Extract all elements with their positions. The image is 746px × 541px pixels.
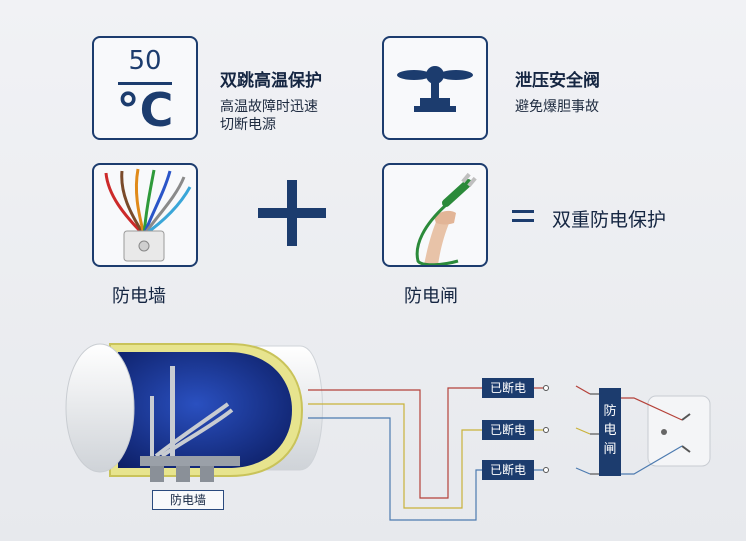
electric-gate-label: 防电闸 xyxy=(404,286,458,307)
relief-valve-desc: 避免爆胆事故 xyxy=(515,99,599,115)
heater-wall-label: 防电墙 xyxy=(152,490,224,510)
dual-protection-result: 双重防电保护 xyxy=(552,209,667,231)
pressure-valve-icon xyxy=(397,66,473,112)
temperature-unit: °C xyxy=(116,83,174,137)
dual-trip-title: 双跳高温保护 xyxy=(220,71,322,91)
electric-gate-box: 防 电 闸 xyxy=(599,388,621,476)
relief-valve-card xyxy=(382,36,488,140)
equals-top xyxy=(512,210,534,213)
gate-char-2: 电 xyxy=(603,423,617,438)
gate-char-1: 防 xyxy=(603,404,617,419)
dual-trip-desc-2: 切断电源 xyxy=(220,117,276,133)
gate-char-3: 闸 xyxy=(603,442,617,457)
electric-gate-card xyxy=(382,163,488,267)
dual-trip-desc-1: 高温故障时迅速 xyxy=(220,99,318,115)
temperature-value: 50 xyxy=(128,46,162,76)
breaker-neutral: 已断电 xyxy=(482,460,534,480)
temperature-divider xyxy=(118,82,172,85)
hand-plug-icon xyxy=(415,172,477,265)
temperature-card: 50 °C xyxy=(92,36,198,140)
equals-bottom xyxy=(512,219,534,222)
relief-valve-title: 泄压安全阀 xyxy=(515,71,600,91)
electric-wall-card xyxy=(92,163,198,267)
breaker-earth: 已断电 xyxy=(482,420,534,440)
breaker-live: 已断电 xyxy=(482,378,534,398)
electric-wall-label: 防电墙 xyxy=(112,286,166,307)
colored-wires-icon xyxy=(104,168,192,262)
plus-sign-vertical xyxy=(287,180,297,246)
